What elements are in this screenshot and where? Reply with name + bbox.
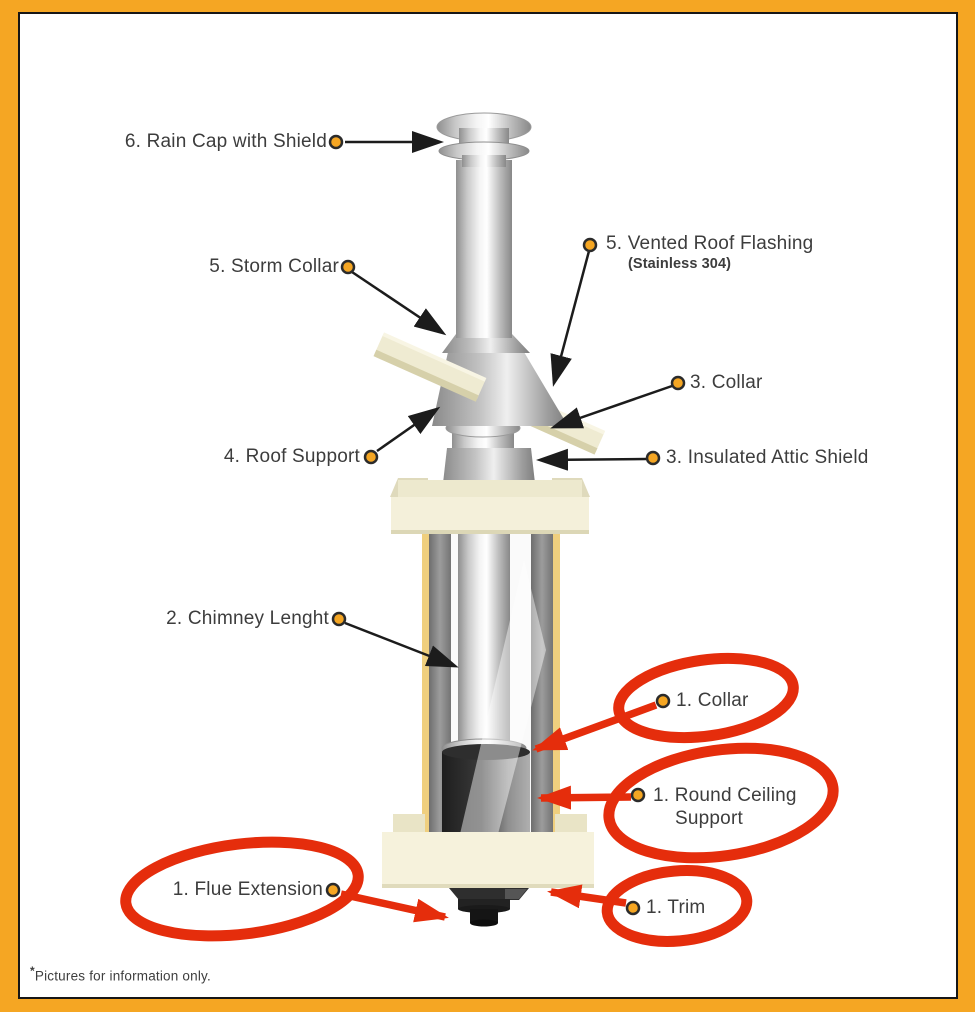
red-arrow bbox=[537, 785, 632, 810]
label-vented-roof-flashing-line1: 5. Vented Roof Flashing bbox=[606, 233, 814, 254]
label-collar-upper: 3. Collar bbox=[690, 372, 763, 393]
label-chimney-lenght: 2. Chimney Lenght bbox=[166, 608, 329, 629]
red-circle bbox=[603, 742, 839, 864]
connector-dot bbox=[363, 449, 379, 465]
footnote: *Pictures for information only. bbox=[30, 964, 211, 984]
connector-dot bbox=[625, 900, 641, 916]
label-collar-lower: 1. Collar bbox=[676, 690, 749, 711]
connector-dot bbox=[582, 237, 598, 253]
red-circle bbox=[613, 652, 799, 744]
chimney-pipe bbox=[456, 160, 512, 338]
black-arrow bbox=[344, 621, 459, 668]
black-arrow bbox=[550, 250, 591, 387]
footnote-text: Pictures for information only. bbox=[34, 968, 211, 984]
connector-dot bbox=[645, 450, 661, 466]
connector-dot bbox=[630, 787, 646, 803]
label-round-ceiling-support: 1. Round Ceiling Support bbox=[653, 784, 797, 830]
connector-dot bbox=[331, 611, 347, 627]
label-rain-cap-with-shield: 6. Rain Cap with Shield bbox=[124, 131, 327, 152]
red-arrow bbox=[532, 701, 658, 753]
black-arrows bbox=[344, 131, 673, 668]
red-highlights bbox=[120, 652, 839, 947]
connector-dot bbox=[340, 259, 356, 275]
connector-dot bbox=[328, 134, 344, 150]
label-insulated-attic-shield: 3. Insulated Attic Shield bbox=[666, 447, 869, 468]
connector-dot bbox=[325, 882, 341, 898]
red-circle bbox=[120, 836, 364, 942]
connector-dot bbox=[670, 375, 686, 391]
black-arrow bbox=[351, 270, 447, 336]
label-flue-extension: 1. Flue Extension bbox=[172, 879, 323, 900]
red-circle bbox=[601, 865, 753, 947]
label-trim: 1. Trim bbox=[646, 897, 706, 918]
label-vented-roof-flashing: 5. Vented Roof Flashing (Stainless 304) bbox=[606, 232, 813, 273]
footnote-marker: * bbox=[30, 964, 35, 978]
label-round-ceiling-support-line1: 1. Round Ceiling bbox=[653, 785, 797, 806]
roof-flashing-board-front bbox=[373, 332, 487, 402]
red-arrow bbox=[547, 884, 627, 909]
black-arrow bbox=[536, 448, 647, 471]
support-box-top bbox=[390, 478, 590, 534]
black-arrow bbox=[550, 384, 673, 429]
connector-dots bbox=[325, 134, 686, 916]
label-storm-collar: 5. Storm Collar bbox=[209, 256, 339, 277]
label-roof-support: 4. Roof Support bbox=[223, 446, 360, 467]
label-vented-roof-flashing-subtext: (Stainless 304) bbox=[628, 256, 732, 272]
support-box-bottom bbox=[382, 814, 594, 888]
rain-cap bbox=[436, 112, 532, 167]
flue-extension-part bbox=[449, 888, 529, 927]
chimney-section bbox=[422, 534, 560, 834]
storm-collar-part bbox=[442, 334, 530, 353]
black-arrow bbox=[376, 406, 441, 453]
label-round-ceiling-support-line2: Support bbox=[675, 808, 743, 829]
connector-dot bbox=[655, 693, 671, 709]
red-arrow bbox=[340, 890, 449, 923]
